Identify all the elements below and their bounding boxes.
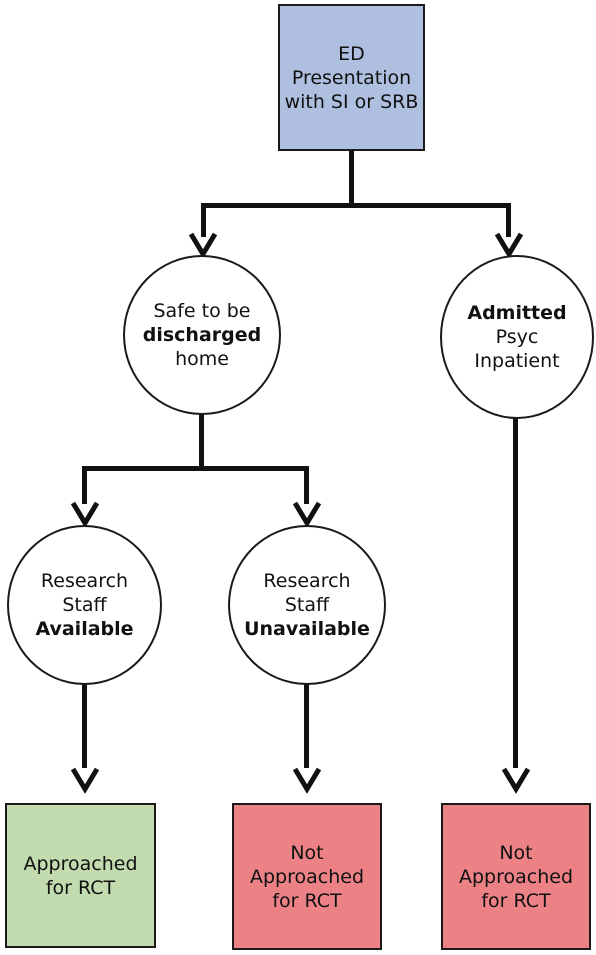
staff-available-line-3: Available: [35, 618, 134, 640]
staff-unavailable-line-3: Unavailable: [244, 618, 370, 640]
admitted-line-1: Admitted: [467, 302, 567, 324]
staff-available-line-1: Research: [40, 570, 129, 592]
not-approached-left-node: Not Approached for RCT: [232, 803, 382, 950]
connector-staff-horizontal: [82, 466, 309, 471]
admitted-line-2: Psyc: [495, 326, 539, 348]
staff-unavailable-node: Research Staff Unavailable: [228, 525, 386, 685]
connector-available-down: [82, 683, 87, 768]
admitted-line-3: Inpatient: [474, 350, 560, 372]
start-line-1: ED: [338, 42, 365, 65]
not-approached-left-line-2: Approached: [249, 865, 365, 888]
not-approached-left-line-3: for RCT: [272, 889, 342, 912]
arrowhead-to-not-approached-right: [501, 767, 531, 794]
start-node: ED Presentation with SI or SRB: [278, 4, 425, 151]
start-line-2: Presentation: [291, 66, 412, 89]
connector-to-staff-unavailable: [304, 466, 309, 504]
not-approached-right-line-2: Approached: [458, 865, 574, 888]
staff-available-node: Research Staff Available: [7, 525, 162, 685]
connector-to-discharged: [201, 203, 206, 237]
approached-node: Approached for RCT: [5, 803, 156, 948]
discharged-line-1: Safe to be: [153, 300, 251, 322]
connector-to-admitted: [506, 203, 511, 237]
not-approached-left-line-1: Not: [290, 841, 324, 864]
staff-unavailable-line-1: Research: [263, 570, 351, 592]
staff-unavailable-line-2: Staff: [284, 594, 330, 616]
approached-line-1: Approached: [23, 852, 138, 875]
arrowhead-to-staff-available: [70, 501, 100, 528]
start-line-3: with SI or SRB: [284, 90, 419, 113]
connector-split-horizontal: [201, 203, 511, 208]
discharged-node: Safe to be discharged home: [123, 255, 281, 415]
staff-available-line-2: Staff: [62, 594, 107, 616]
connector-admitted-down: [513, 418, 518, 768]
arrowhead-to-approached: [70, 767, 100, 794]
discharged-line-2: discharged: [142, 324, 262, 346]
connector-unavailable-down: [304, 683, 309, 768]
arrowhead-to-discharged: [188, 232, 218, 259]
connector-start-down: [349, 150, 354, 206]
approached-line-2: for RCT: [45, 876, 116, 899]
admitted-node: Admitted Psyc Inpatient: [440, 255, 594, 419]
not-approached-right-node: Not Approached for RCT: [441, 803, 591, 950]
discharged-line-3: home: [175, 348, 229, 370]
arrowhead-to-not-approached-left: [292, 767, 322, 794]
connector-discharged-down: [199, 414, 204, 470]
not-approached-right-line-1: Not: [499, 841, 533, 864]
connector-to-staff-available: [82, 466, 87, 504]
not-approached-right-line-3: for RCT: [481, 889, 551, 912]
arrowhead-to-staff-unavailable: [292, 501, 322, 528]
arrowhead-to-admitted: [494, 232, 524, 259]
